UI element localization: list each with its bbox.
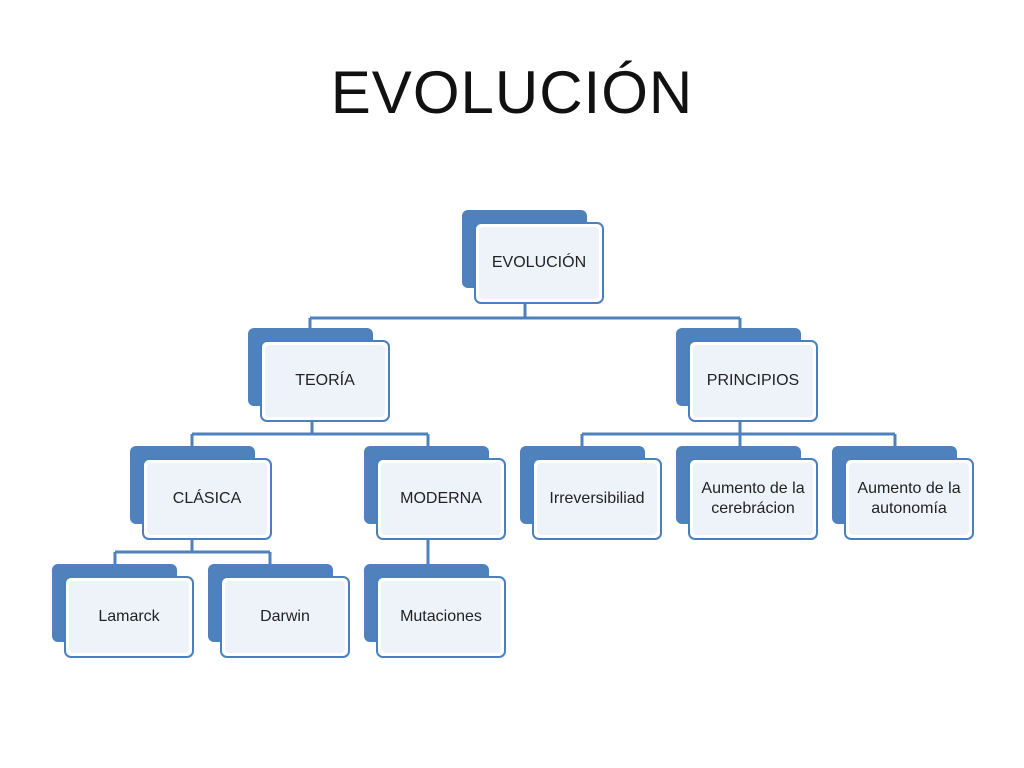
node-label: Irreversibiliad (549, 490, 645, 507)
connector-clasica-children (113, 538, 272, 576)
node-label: Mutaciones (400, 608, 482, 625)
node-label: Aumento de la autonomía (857, 480, 961, 517)
node-label: Darwin (260, 608, 310, 625)
node-label: MODERNA (400, 490, 482, 507)
node-label: Lamarck (98, 608, 160, 625)
slide-title: EVOLUCIÓN (330, 59, 694, 126)
node-label: CLÁSICA (172, 490, 242, 507)
node-label: Aumento de la cerebrácion (701, 480, 805, 517)
node-label: EVOLUCIÓN (491, 254, 587, 271)
node-label: TEORÍA (295, 372, 355, 389)
connector-teoria-children (190, 420, 430, 458)
node-label: PRINCIPIOS (706, 372, 800, 389)
